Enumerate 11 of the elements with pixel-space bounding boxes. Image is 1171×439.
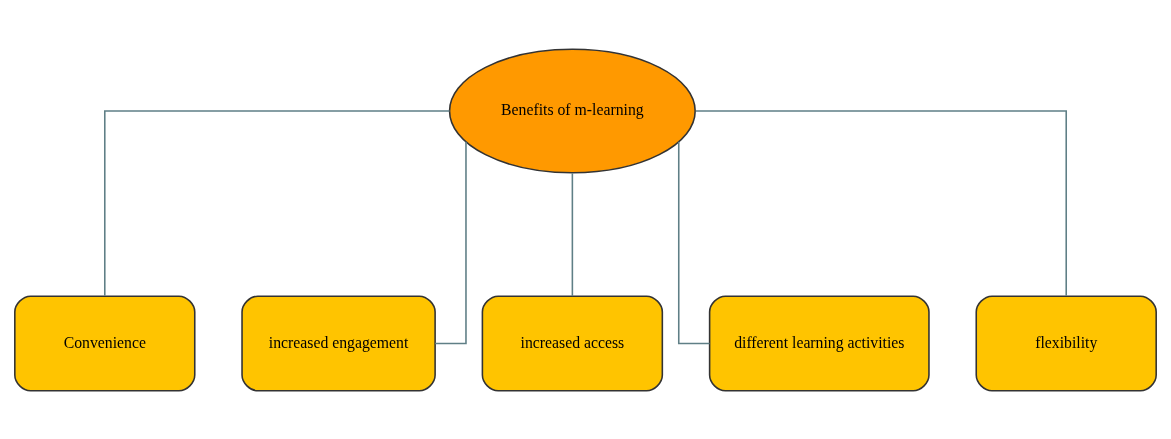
node-box: increased engagement bbox=[241, 294, 436, 392]
node-box: Convenience bbox=[14, 294, 196, 392]
connector bbox=[677, 140, 711, 344]
node-box: different learning activities bbox=[708, 294, 930, 392]
node-box: increased access bbox=[481, 294, 664, 392]
connector bbox=[434, 140, 467, 344]
connector bbox=[694, 109, 1067, 297]
connector bbox=[571, 172, 574, 297]
node-ellipse: Benefits of m-learning bbox=[448, 47, 696, 173]
node-box: flexibility bbox=[975, 294, 1157, 392]
connector bbox=[104, 109, 451, 297]
